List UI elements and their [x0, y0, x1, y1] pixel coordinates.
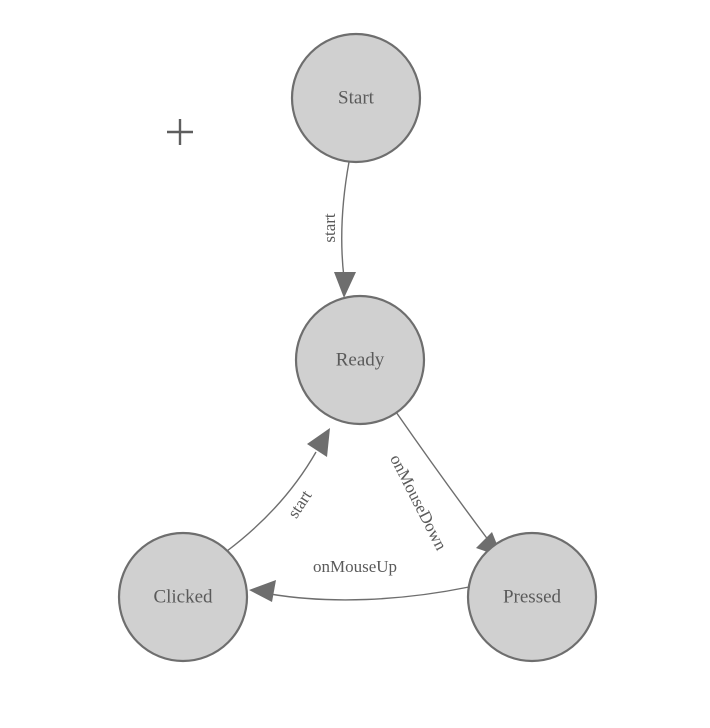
- edge-pressed-to-clicked[interactable]: onMouseUp: [249, 557, 470, 602]
- node-label-ready: Ready: [336, 349, 385, 370]
- edge-clicked-to-ready[interactable]: start: [226, 428, 330, 552]
- node-circle-clicked[interactable]: [117, 531, 249, 663]
- edge-path-pressed-to-clicked: [269, 586, 470, 601]
- node-circle-start[interactable]: [290, 32, 422, 164]
- arrowhead-pressed-to-clicked: [249, 580, 276, 602]
- edge-start-to-ready[interactable]: start: [320, 161, 356, 298]
- node-label-start: Start: [338, 87, 375, 108]
- arrowhead-clicked-to-ready: [307, 428, 330, 457]
- node-label-pressed: Pressed: [503, 586, 562, 607]
- edge-path-start-to-ready: [341, 161, 350, 279]
- node-pressed[interactable]: Pressed: [466, 531, 598, 663]
- arrowhead-start-to-ready: [334, 272, 356, 298]
- edge-path-ready-to-pressed: [395, 411, 490, 542]
- edge-label-start-to-ready: start: [320, 213, 339, 243]
- edge-label-ready-to-pressed: onMouseDown: [386, 451, 451, 553]
- node-label-clicked: Clicked: [153, 586, 213, 607]
- node-clicked[interactable]: Clicked: [117, 531, 249, 663]
- edge-ready-to-pressed[interactable]: onMouseDown: [386, 411, 502, 557]
- node-circle-ready[interactable]: [294, 294, 426, 426]
- node-start[interactable]: Start: [290, 32, 422, 164]
- node-ready[interactable]: Ready: [294, 294, 426, 426]
- edge-path-clicked-to-ready: [226, 451, 317, 552]
- crosshair-icon: [167, 119, 193, 145]
- edge-label-pressed-to-clicked: onMouseUp: [313, 557, 397, 576]
- node-circle-pressed[interactable]: [466, 531, 598, 663]
